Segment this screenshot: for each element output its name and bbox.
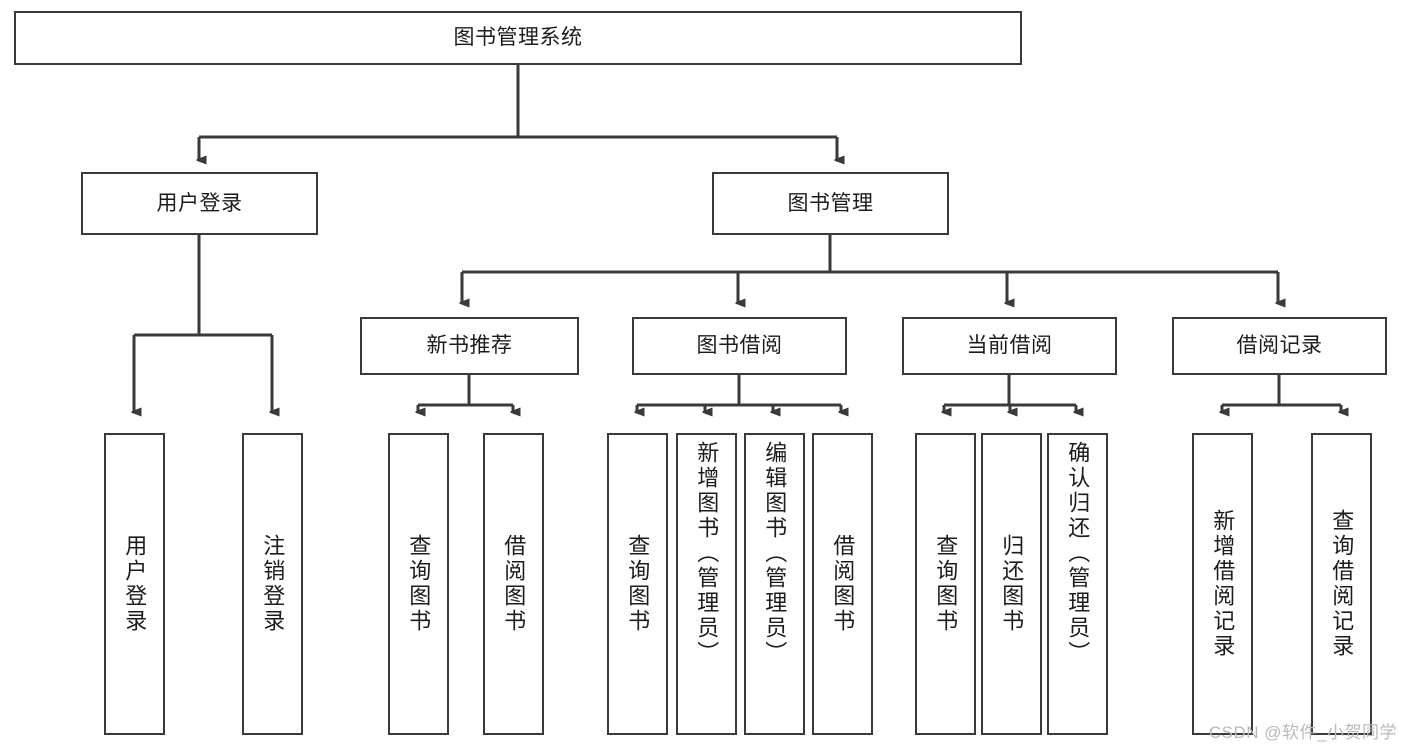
leaf-book-borrow-add[interactable]: 新增图书（管理员）: [676, 433, 737, 735]
leaf-current-borrow-confirm-return[interactable]: 确认归还（管理员）: [1047, 433, 1108, 735]
node-current-borrow[interactable]: 当前借阅: [902, 317, 1117, 375]
leaf-borrow-record-query[interactable]: 查询借阅记录: [1311, 433, 1372, 735]
leaf-book-borrow-query[interactable]: 查询图书: [607, 433, 668, 735]
node-root-system[interactable]: 图书管理系统: [14, 11, 1022, 65]
leaf-new-book-query[interactable]: 查询图书: [388, 433, 449, 735]
node-book-management[interactable]: 图书管理: [712, 172, 949, 235]
leaf-borrow-record-add[interactable]: 新增借阅记录: [1192, 433, 1253, 735]
leaf-book-borrow-edit[interactable]: 编辑图书（管理员）: [744, 433, 805, 735]
leaf-user-login-logout[interactable]: 注销登录: [242, 433, 303, 735]
node-book-borrow[interactable]: 图书借阅: [632, 317, 847, 375]
leaf-user-login-signin[interactable]: 用户登录: [104, 433, 165, 735]
leaf-book-borrow-lend[interactable]: 借阅图书: [812, 433, 873, 735]
leaf-current-borrow-query[interactable]: 查询图书: [915, 433, 976, 735]
node-new-book-recommend[interactable]: 新书推荐: [360, 317, 579, 375]
leaf-new-book-borrow[interactable]: 借阅图书: [483, 433, 544, 735]
csdn-watermark: CSDN @软件_小贺同学: [1208, 723, 1397, 742]
leaf-current-borrow-return[interactable]: 归还图书: [981, 433, 1042, 735]
node-user-login[interactable]: 用户登录: [81, 172, 318, 235]
node-borrow-record[interactable]: 借阅记录: [1172, 317, 1387, 375]
